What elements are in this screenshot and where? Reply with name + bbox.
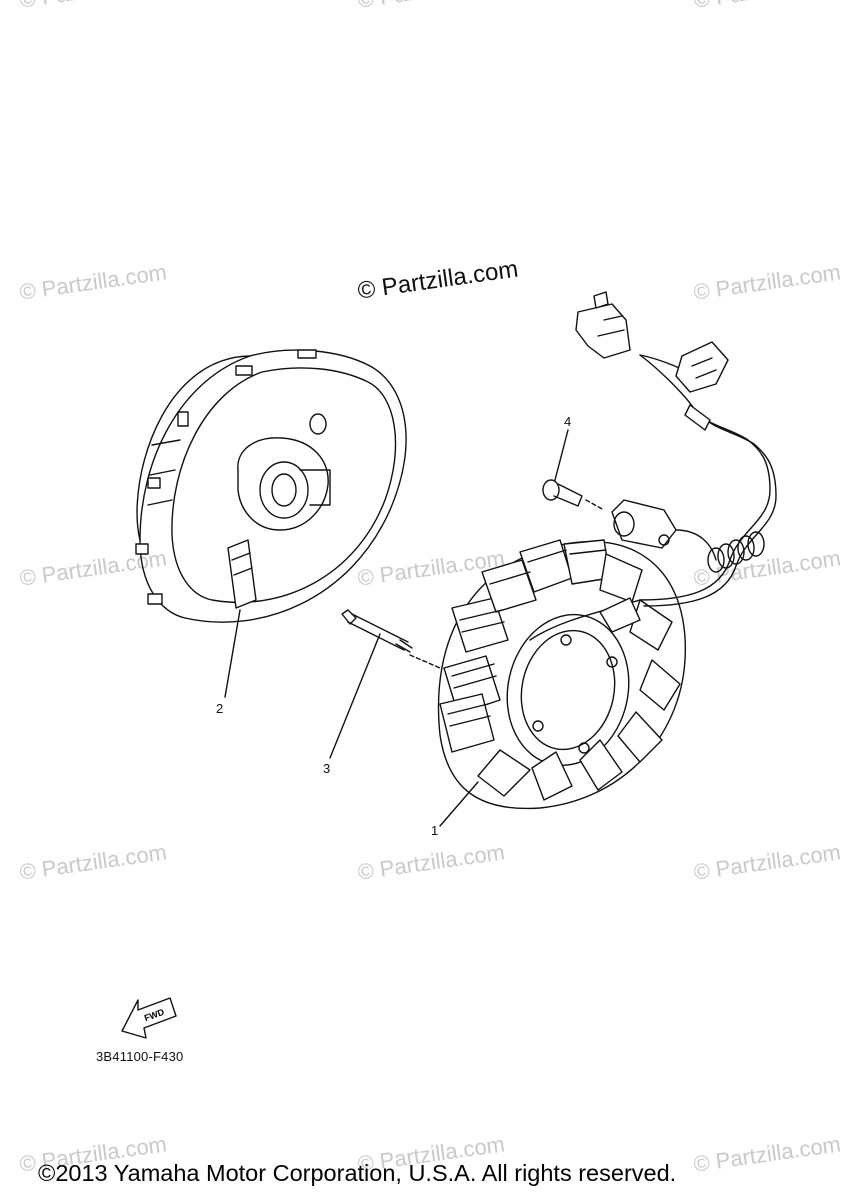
callout-3: 3 — [323, 761, 331, 776]
wiring-harness-drawing — [575, 291, 777, 607]
fwd-arrow-icon — [121, 997, 177, 1039]
stator-drawing — [437, 539, 686, 827]
diagram-code: 3B41100-F430 — [96, 1049, 184, 1064]
bolt-drawing — [329, 609, 441, 759]
rotor-drawing — [135, 349, 407, 698]
copyright-notice: ©2013 Yamaha Motor Corporation, U.S.A. A… — [38, 1160, 677, 1186]
callout-1: 1 — [431, 823, 439, 838]
callout-4: 4 — [564, 414, 572, 429]
screw-drawing — [542, 429, 605, 511]
callout-2: 2 — [216, 701, 224, 716]
